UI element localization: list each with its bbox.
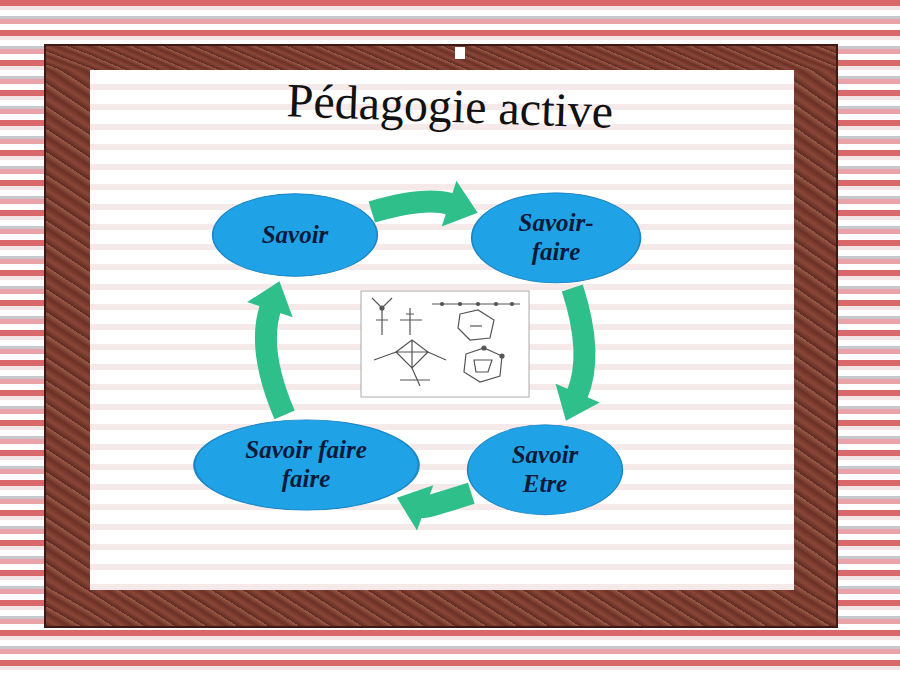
concept-ellipse: Savoir — [211, 192, 379, 278]
cycle-arrow — [397, 485, 471, 530]
concept-label: Savoir Etre — [495, 441, 595, 499]
concept-label: Savoir- faire — [501, 209, 611, 267]
molecule-illustration — [360, 290, 530, 398]
concept-ellipse: Savoir- faire — [470, 191, 642, 285]
arrow-body — [572, 288, 584, 395]
board-clip — [455, 47, 465, 59]
cycle-arrow — [372, 181, 478, 227]
arrow-head — [397, 485, 433, 530]
cycle-arrow — [247, 281, 292, 415]
arrow-body — [423, 493, 471, 507]
concept-ellipse: Savoir faire faire — [192, 418, 421, 512]
arrow-head — [442, 181, 478, 227]
concept-ellipse: Savoir Etre — [466, 423, 624, 517]
arrow-body — [266, 308, 285, 415]
cycle-arrow — [556, 288, 600, 421]
arrow-body — [372, 202, 451, 213]
concept-label: Savoir — [262, 221, 329, 250]
arrow-head — [247, 281, 292, 317]
concept-label: Savoir faire faire — [231, 436, 381, 494]
arrow-head — [556, 384, 600, 421]
